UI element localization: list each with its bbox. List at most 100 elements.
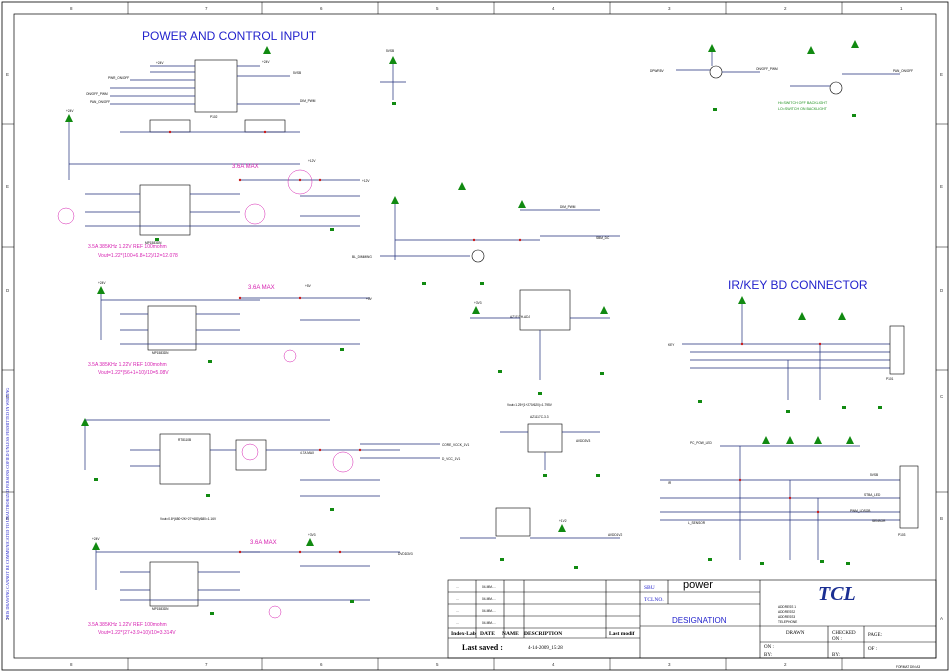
note-36a-3: 3.6A MAX (250, 540, 277, 546)
grid-left-label: B (6, 516, 9, 521)
net-pc-pow-led: PC_POW_LED (690, 441, 712, 445)
reg3-note-line1: 3.5A 385KHz 1.22V REF 100mohm (88, 622, 167, 628)
net-5v-top: +5V (305, 284, 312, 288)
rev-row-label: ... (456, 621, 459, 625)
core-formula: Vout=0.8*(680+2K+27+680)/680=1.16V (160, 517, 217, 521)
net-24v-in: +24V (156, 61, 164, 65)
tclno-label: TCLNO. (644, 597, 664, 603)
net-24v-reg3: +24V (92, 537, 100, 541)
address-2: ADDRESS2 (778, 610, 795, 614)
power-input-block: P102 +24V +24V PWR_ON/OFF ON/OFF_PWM PAN… (86, 46, 406, 134)
grid-right-label: D (940, 288, 944, 293)
grid-bottom-label: 7 (205, 662, 208, 667)
connector-p101-label: P101 (886, 377, 894, 381)
address-1: ADDRESS 1 (778, 605, 796, 609)
net-3v3-top: +3V3 (308, 533, 316, 537)
reg3-note-line2: Vout=1.22*(27+3.9+10)/10=3.314V (98, 630, 176, 636)
rev-row-date: 04-MM-… (482, 609, 496, 613)
grid-bottom-label: 5 (436, 662, 439, 667)
ldo-1v2-block: +1V2 AVDD1V2 (460, 507, 623, 569)
net-24v-out: +24V (262, 60, 270, 64)
last-saved-value: 4-14-2009_15:28 (528, 646, 563, 651)
hdr-name: NAME (502, 631, 519, 637)
reg2-note-line1: 3.5A 385KHz 1.22V REF 100mohm (88, 362, 167, 368)
net-5vsb-top: 5VSB (386, 49, 394, 53)
ldo-3v3-block: AZ1117C-3.3 AVDD3V3 (500, 415, 600, 477)
connector-p102 (194, 59, 238, 113)
grid-top-label: 6 (320, 6, 323, 11)
ic-mp1583-3-part: MP1583DN (152, 607, 169, 611)
ic-ldo-1v2 (495, 507, 531, 537)
net-5v-out: +5V (366, 297, 373, 301)
of-label: OF : (868, 647, 877, 652)
rev-row-label: ... (456, 585, 459, 589)
net-l-sensor: L_SENSOR (688, 521, 706, 525)
bl-dimming-block: BL_DIMMING DIM_PWM SBM_DC (352, 182, 620, 285)
regulator-12v-block: +24V MP1583DN +12V 3.6A MAX +12V 3.5A 38… (57, 109, 370, 259)
sbu-label: SBU (644, 585, 655, 591)
net-dim-pwm: DIM_PWM (300, 99, 316, 103)
note-36a-2: 3.6A MAX (248, 285, 275, 291)
net-avdd1v2: AVDD1V2 (608, 533, 623, 537)
checked-by: BY: (832, 653, 840, 658)
bl-note-lo: LO=SWITCH ON BACKLIGHT (778, 107, 828, 111)
grid-left-label: E (6, 72, 9, 77)
net-sbm-dc: SBM_DC (596, 236, 610, 240)
drawn-on: ON : (764, 645, 774, 650)
net-dvdd3v3: DVDD3V3 (398, 552, 413, 556)
ic-mp1583-3 (149, 561, 199, 607)
net-key: KEY (668, 343, 675, 347)
grid-left-label: E (6, 184, 9, 189)
ldo-adj-block: AZ1117H-ADJ +3V3 Vout=1.25*(1+270/620)=1… (470, 289, 610, 407)
rev-row-label: ... (456, 609, 459, 613)
net-12v-top: +12V (308, 159, 316, 163)
ic-az1117c-part: AZ1117C-3.3 (530, 415, 549, 419)
format-label: FORMAT DIN A3 (896, 665, 920, 669)
ic-mp1583-2 (147, 305, 197, 351)
telephone: TELEPHONE (778, 620, 797, 624)
ir-key-block: KEY P101 (668, 296, 905, 413)
net-1v2: +1V2 (559, 519, 567, 523)
net-5vsb-led: 5VSB (870, 473, 878, 477)
grid-right-label: B (940, 516, 943, 521)
led-sensor-block: PC_POW_LED P103 5VSB STBA_LED PWM_LDSOB … (660, 436, 919, 565)
net-24v-reg1: +24V (66, 109, 74, 113)
ic-mp1583-1 (139, 184, 191, 236)
ic-mp1583-1-part: MP1583DN (145, 241, 162, 245)
net-ir: IR (668, 481, 672, 485)
address-3: ADDRESS3 (778, 615, 795, 619)
net-avdd3v3: AVDD3V3 (576, 439, 591, 443)
hdr-description: DESCRIPTION (524, 631, 562, 637)
grid-bottom-label: 4 (552, 662, 555, 667)
connector-p103 (899, 465, 919, 529)
checked-on: ON : (832, 637, 842, 642)
grid-top-label: 1 (900, 6, 903, 11)
rev-row-label: ... (456, 597, 459, 601)
page-label: PAGE: (868, 633, 882, 638)
rev-row-date: 04-MM-… (482, 621, 496, 625)
net-stby: 5VSB (293, 71, 301, 75)
grid-left-label: C (6, 394, 10, 399)
net-on-off-pwm: ON/OFF_PWM (86, 92, 108, 96)
reg2-note-line2: Vout=1.22*(56+1+10)/10=5.08V (98, 370, 169, 376)
grid-top-label: 2 (784, 6, 787, 11)
grid-bottom: 8 7 6 5 4 3 2 (70, 658, 843, 670)
hdr-index: Index-Lab (451, 631, 476, 637)
net-core-vcck: CORE_VCCK_1V1 (442, 443, 470, 447)
net-sensor: SENSOR (872, 519, 886, 523)
copyright-side-text: THIS DRAWING CANNOT BE COMMUNICATED TO U… (5, 388, 10, 620)
net-pan-on-off: PAN_ON/OFF (90, 100, 110, 104)
grid-top-label: 4 (552, 6, 555, 11)
doc-title-power: power (683, 579, 713, 591)
note-36a-1: 3.6A MAX (232, 164, 259, 170)
grid-bottom-label: 3 (668, 662, 671, 667)
rev-row-date: 04-MM-… (482, 597, 496, 601)
grid-top-label: 3 (668, 6, 671, 11)
core-regulator-block: RT8110B CORE_VCCK_1V1 D_VCC_1V1 4.7A MAX… (81, 418, 470, 521)
drawn-label: DRAWN (786, 631, 805, 636)
checked-label: CHECKED (832, 631, 856, 636)
rev-row-date: 04-MM-… (482, 585, 496, 589)
grid-right-label: A (940, 616, 943, 621)
grid-right-label: E (940, 184, 943, 189)
ic-rt8110b (159, 433, 211, 485)
